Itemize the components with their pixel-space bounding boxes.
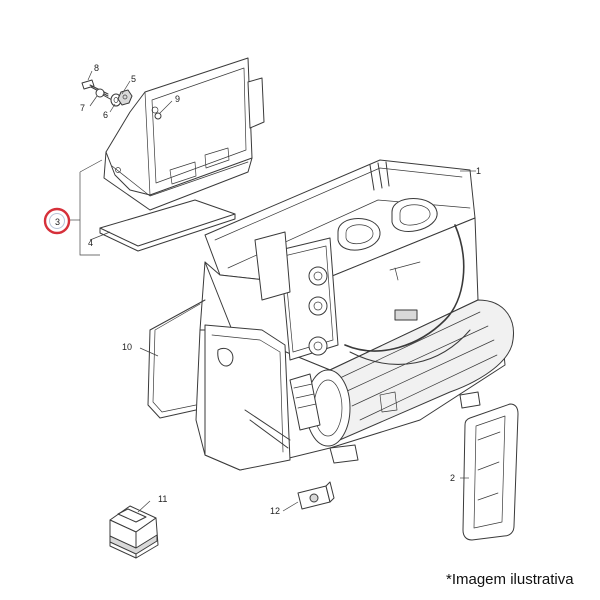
callout-4: 4 (88, 238, 93, 248)
callout-8: 8 (94, 63, 99, 73)
callouts: 1 2 3 4 5 6 7 8 9 10 11 12 (55, 63, 481, 516)
seal-strip (147, 299, 206, 419)
highlight-ring (43, 207, 71, 235)
callout-1: 1 (476, 166, 481, 176)
connector-part (297, 481, 335, 510)
fastener-nut (117, 89, 133, 106)
callout-10: 10 (122, 342, 132, 352)
callout-2: 2 (450, 473, 455, 483)
fastener-screw (95, 88, 113, 101)
highlight-ring-inner (49, 213, 65, 229)
callout-7: 7 (80, 103, 85, 113)
callout-5: 5 (131, 74, 136, 84)
callout-3: 3 (55, 217, 60, 227)
heater-housing (195, 159, 514, 471)
filter-housing-cover (103, 57, 265, 211)
callout-11: 11 (158, 494, 167, 504)
cabin-air-filter (99, 199, 236, 252)
gasket-frame (462, 403, 519, 541)
callout-6: 6 (103, 110, 108, 120)
kit-box (109, 505, 159, 559)
callout-12: 12 (270, 506, 280, 516)
leader-lines (69, 70, 476, 513)
caption-illustrative-image: *Imagem ilustrativa (446, 571, 574, 588)
callout-9: 9 (175, 94, 180, 104)
fastener-housing-screw (154, 112, 162, 120)
